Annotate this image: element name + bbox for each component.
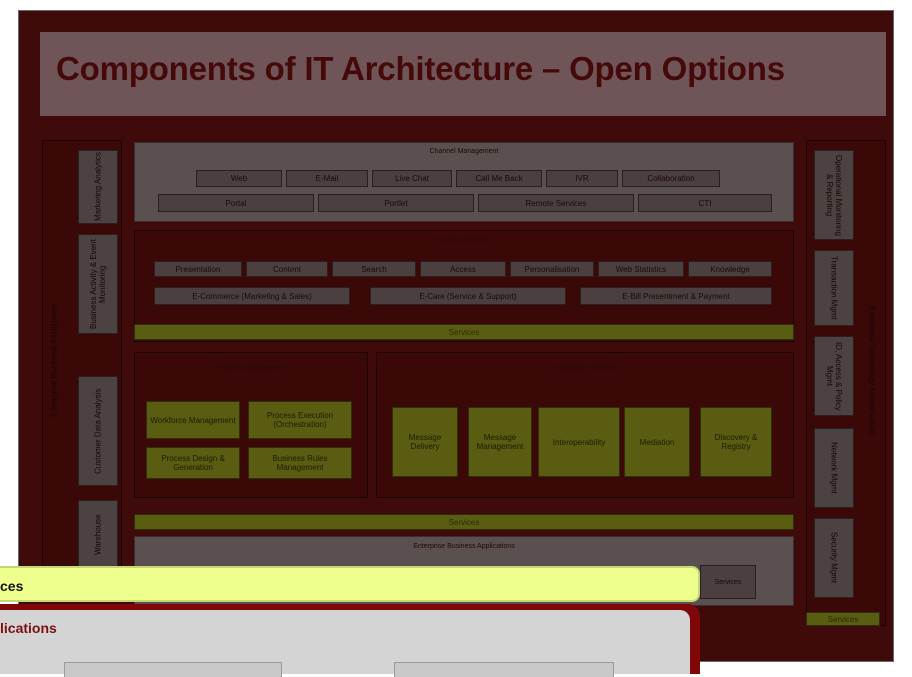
integration-item: Discovery & Registry — [700, 407, 772, 477]
channel-management-label: Channel Management — [429, 147, 499, 155]
enterprise-apps-label: Enterprise Business Applications — [413, 542, 515, 550]
business-service-item: E-Commerce (Marketing & Sales) — [154, 287, 350, 305]
business-service-item: Knowledge — [688, 261, 772, 277]
left-bi-label: Enterprise Business Intelligence — [49, 303, 59, 417]
process-item: Process Design & Generation — [146, 447, 240, 479]
process-item: Process Execution (Orchestration) — [248, 401, 352, 439]
business-service-item: Access — [420, 261, 506, 277]
integration-item: Mediation — [624, 407, 690, 477]
process-management-label: Process Management — [216, 364, 286, 372]
channel-item: Remote Services — [478, 194, 634, 212]
slide-title: Components of IT Architecture – Open Opt… — [56, 50, 785, 87]
right-item: Transaction Mgmt — [814, 250, 854, 326]
business-service-item: Content — [246, 261, 328, 277]
zoom-apps-panel: lications — [0, 610, 690, 677]
business-service-item: Personalisation — [510, 261, 594, 277]
business-service-item: Presentation — [154, 261, 242, 277]
integration-item: Interoperability — [538, 407, 620, 477]
channel-item: Portal — [158, 194, 314, 212]
process-item: Workforce Management — [146, 401, 240, 439]
channel-item: Portlet — [318, 194, 474, 212]
channel-item: IVR — [546, 170, 618, 187]
enterprise-apps-partial: Services — [700, 565, 756, 599]
right-services-bar: Services — [806, 612, 880, 626]
integration-label: Integration Services — [554, 364, 616, 372]
right-infra-label: Enterprise Technology Infrastructure — [867, 305, 877, 435]
integration-item: Message Management — [468, 407, 532, 477]
right-item: Operational Monitoring & Reporting — [814, 150, 854, 240]
business-service-item: Web Statistics — [598, 261, 684, 277]
business-services-label: Business Services — [435, 236, 493, 244]
channel-item: CTI — [638, 194, 772, 212]
business-service-item: Search — [332, 261, 416, 277]
channel-item: Collaboration — [622, 170, 720, 187]
title-band — [40, 32, 886, 116]
process-item: Business Rules Management — [248, 447, 352, 479]
channel-item: Live Chat — [372, 170, 452, 187]
business-services-bar: Services — [134, 324, 794, 340]
zoom-services-bar: ces — [0, 566, 700, 602]
left-item-marketing: Marketing Analytics — [78, 150, 118, 224]
zoom-apps-text: lications — [0, 620, 57, 636]
right-item: Network Mgmt — [814, 428, 854, 508]
business-service-item: E-Care (Service & Support) — [370, 287, 566, 305]
zoom-services-text: ces — [0, 578, 24, 594]
right-item: ID, Access & Policy Mgmt — [814, 336, 854, 416]
left-item-bam: Business Activity & Event Monitoring — [78, 234, 118, 334]
left-item-customer: Customer Data Analysis — [78, 376, 118, 486]
business-services-panel — [134, 230, 794, 342]
channel-item: E-Mail — [286, 170, 368, 187]
channel-item: Web — [196, 170, 282, 187]
business-service-item: E-Bill Presentment & Payment — [580, 287, 772, 305]
right-item: Security Mgmt — [814, 518, 854, 598]
services-bar-mid: Services — [134, 514, 794, 530]
channel-item: Call Me Back — [456, 170, 542, 187]
left-item-warehouse: Warehouse — [78, 500, 118, 570]
integration-item: Message Delivery — [392, 407, 458, 477]
